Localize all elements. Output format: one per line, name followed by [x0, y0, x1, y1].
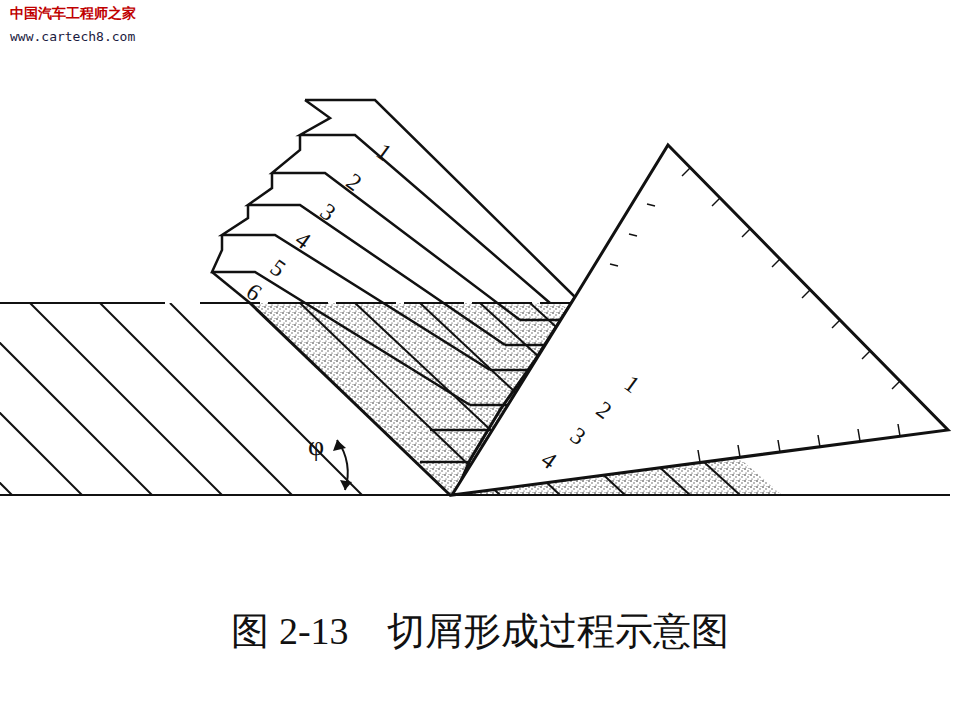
- callout-number: 2: [342, 169, 366, 195]
- callout-number: 6: [242, 279, 266, 305]
- callout-number: 4: [291, 227, 315, 253]
- figure-caption: 图 2-13 切屑形成过程示意图: [231, 612, 728, 650]
- angle-symbol: φ: [308, 432, 324, 460]
- watermark: 中国汽车工程师之家: [10, 6, 136, 20]
- arrow-head: [333, 440, 346, 451]
- arrow-head: [340, 480, 352, 490]
- callout-number: 5: [266, 255, 290, 281]
- callout-number: 1: [372, 139, 396, 165]
- cutting-tool: [452, 145, 948, 495]
- callout-number: 3: [316, 199, 340, 225]
- watermark-url: www.cartech8.com: [10, 30, 135, 43]
